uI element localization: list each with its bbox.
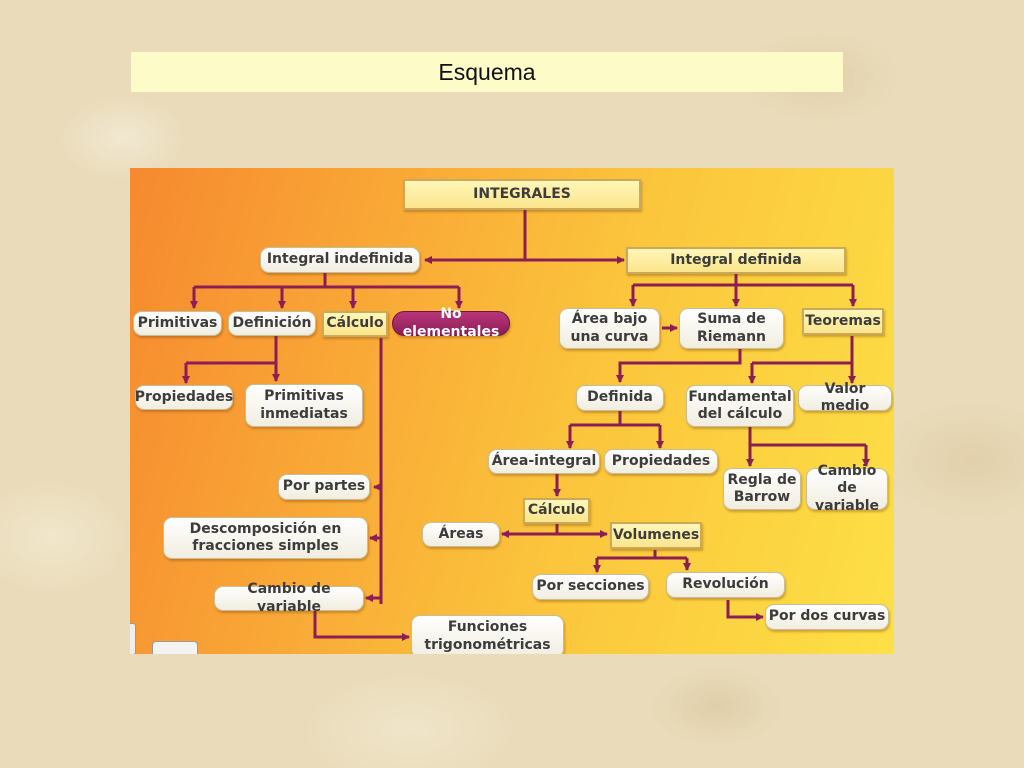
node-propiedades: Propiedades [135, 385, 233, 410]
integrals-concept-map: INTEGRALES Integral indefinida Primitiva… [130, 168, 894, 654]
node-por-partes: Por partes [278, 474, 370, 500]
cropped-scroll-handle [130, 623, 136, 654]
node-area-integral: Área-integral [488, 449, 600, 474]
node-teoremas: Teoremas [802, 308, 884, 335]
node-definida: Definida [576, 385, 664, 411]
node-cambio-variable-definida: Cambio de variable [806, 463, 888, 514]
node-calculo-definida: Cálculo [523, 498, 590, 524]
cropped-slide-icon [152, 641, 198, 654]
node-integrales: INTEGRALES [403, 179, 641, 210]
node-calculo: Cálculo [322, 311, 388, 337]
slide-title: Esquema [131, 52, 843, 92]
node-integral-definida: Integral definida [626, 247, 846, 274]
node-volumenes: Volumenes [610, 522, 702, 549]
node-por-secciones: Por secciones [532, 574, 649, 600]
node-regla-barrow: Regla de Barrow [723, 468, 801, 510]
node-cambio-variable: Cambio de variable [214, 581, 364, 615]
node-por-dos-curvas: Por dos curvas [765, 604, 889, 630]
node-valor-medio: Valor medio [798, 381, 892, 414]
node-no-elementales: No elementales [392, 306, 510, 340]
node-funciones-trigonometricas: Funciones trigonométricas [411, 615, 564, 654]
node-propiedades-definida: Propiedades [604, 449, 718, 474]
node-suma-riemann: Suma de Riemann [679, 308, 784, 349]
node-primitivas: Primitivas [133, 311, 222, 336]
node-areas: Áreas [422, 522, 500, 547]
node-definicion: Definición [228, 311, 316, 336]
node-revolucion: Revolución [666, 572, 785, 598]
node-fundamental-calculo: Fundamental del cálculo [686, 385, 794, 427]
node-integral-indefinida: Integral indefinida [260, 247, 420, 273]
node-primitivas-inmediatas: Primitivas inmediatas [245, 384, 363, 427]
node-area-bajo-curva: Área bajo una curva [559, 308, 660, 349]
node-descomposicion: Descomposición en fracciones simples [163, 517, 368, 559]
connector-lines [182, 210, 870, 641]
